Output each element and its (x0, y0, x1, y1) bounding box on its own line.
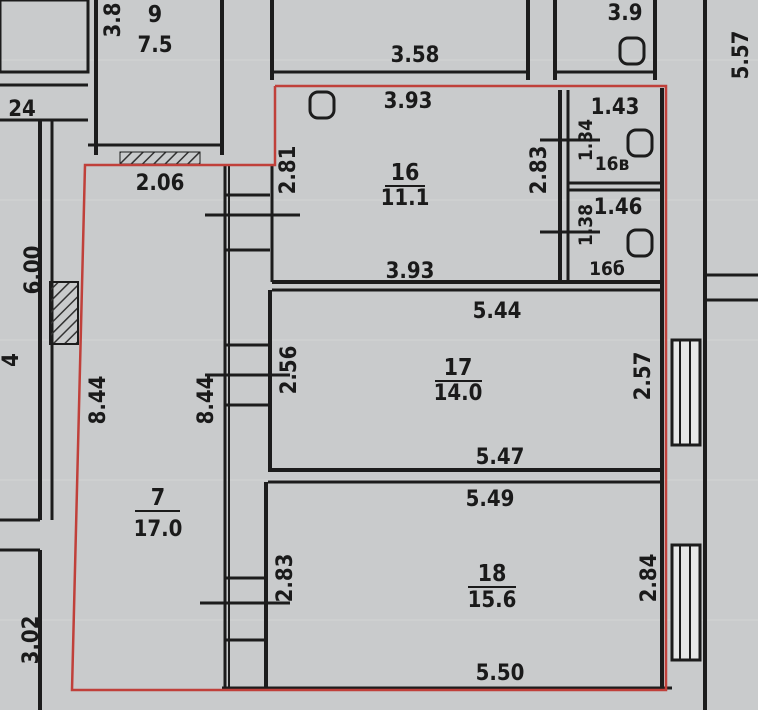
dim-17-left: 2.56 (277, 346, 302, 395)
room-9-area: 7.5 (137, 33, 172, 58)
dim-17-top: 5.44 (473, 299, 522, 324)
dim-wc-left: 1.34 (575, 119, 597, 161)
dim-ext-5-57: 5.57 (729, 31, 754, 80)
dim-16-top: 3.93 (384, 89, 433, 114)
room-18-number: 18 (478, 561, 507, 587)
dim-16-right: 2.83 (527, 146, 552, 195)
dim-wc2-top: 1.46 (594, 195, 643, 220)
dim-corr-left: 8.44 (86, 376, 111, 425)
dim-wc-top: 1.43 (591, 95, 640, 120)
dim-16-bottom: 3.93 (386, 259, 435, 284)
dim-ext-3-02: 3.02 (19, 616, 44, 665)
dim-16-left: 2.81 (276, 146, 301, 195)
dim-18-left: 2.83 (273, 554, 298, 603)
dim-17-bottom: 5.47 (476, 445, 525, 470)
dim-ext-3-9: 3.9 (607, 1, 642, 26)
room-7-area: 17.0 (134, 517, 183, 542)
apartment-walls (200, 36, 702, 690)
dim-18-top: 5.49 (466, 487, 515, 512)
room-16-number: 16 (391, 160, 420, 186)
dim-ext-3-8: 3.8 (101, 2, 126, 37)
dim-ext-24: 24 (8, 97, 36, 122)
room-17-number: 17 (444, 355, 473, 381)
room-17-area: 14.0 (434, 381, 483, 406)
dim-wc2-left: 1.38 (575, 204, 597, 246)
room-9-number: 9 (148, 2, 162, 28)
dim-18-right: 2.84 (637, 554, 662, 603)
dim-ext-6-00: 6.00 (21, 246, 46, 295)
room-16b-number: 16б (589, 258, 625, 280)
room-7-number: 7 (151, 485, 165, 511)
room-16v-number: 16в (595, 153, 630, 175)
dim-corr-right: 8.44 (194, 376, 219, 425)
dim-17-right: 2.57 (631, 352, 656, 401)
room-18-area: 15.6 (468, 588, 517, 613)
dim-ext-3-58: 3.58 (391, 43, 440, 68)
dim-18-bottom: 5.50 (476, 661, 525, 686)
dim-ext-4: 4 (0, 353, 24, 367)
grid (0, 59, 758, 621)
apartment-outline (70, 84, 668, 692)
room-16-area: 11.1 (381, 186, 430, 211)
dim-corr-top: 2.06 (136, 171, 185, 196)
